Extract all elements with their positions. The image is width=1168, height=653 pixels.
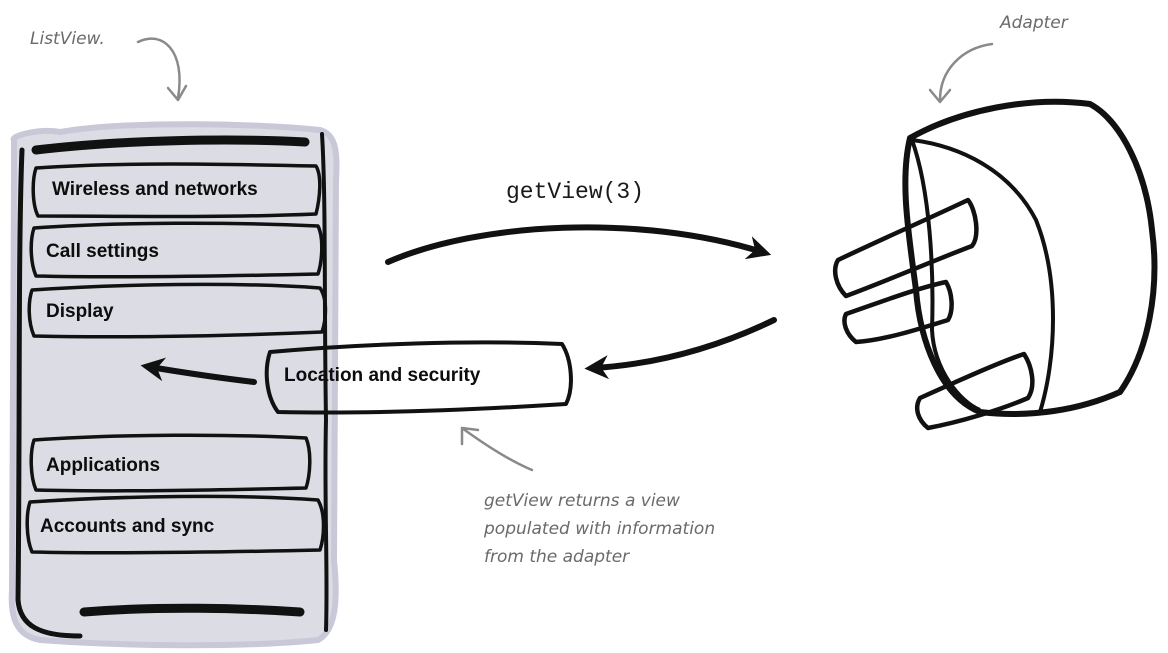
list-item-accounts-and-sync[interactable]: Accounts and sync [25, 494, 326, 555]
listview-panel [8, 121, 340, 649]
note-text: getView returns a view populated with in… [483, 491, 715, 567]
list-item-label: Applications [46, 455, 160, 476]
note-pointer [460, 426, 534, 472]
list-item-wireless-and-networks[interactable]: Wireless and networks [31, 162, 322, 219]
request-arrow [385, 224, 772, 265]
list-item-label: Display [46, 301, 114, 322]
list-item-display[interactable]: Display [27, 282, 328, 339]
getview-call-label: getView(3) [506, 179, 644, 205]
note-line: from the adapter [484, 547, 630, 567]
listview-pointer [136, 37, 188, 102]
response-arrow [584, 317, 777, 380]
note-line: getView returns a view [484, 491, 680, 511]
insert-arrow [140, 357, 257, 385]
returned-list-item-location-and-security[interactable]: Location and security [264, 340, 573, 415]
returned-item-label: Location and security [284, 365, 481, 386]
listview-label: ListView. [30, 29, 105, 49]
adapter-plug-icon [833, 98, 1158, 431]
list-item-call-settings[interactable]: Call settings [29, 221, 324, 279]
list-item-label: Wireless and networks [52, 179, 258, 200]
list-item-label: Accounts and sync [40, 516, 215, 537]
note-line: populated with information [483, 519, 715, 539]
list-item-applications[interactable]: Applications [29, 433, 312, 493]
list-item-label: Call settings [46, 241, 159, 262]
adapter-label: Adapter [999, 13, 1069, 33]
adapter-pointer [928, 42, 994, 104]
